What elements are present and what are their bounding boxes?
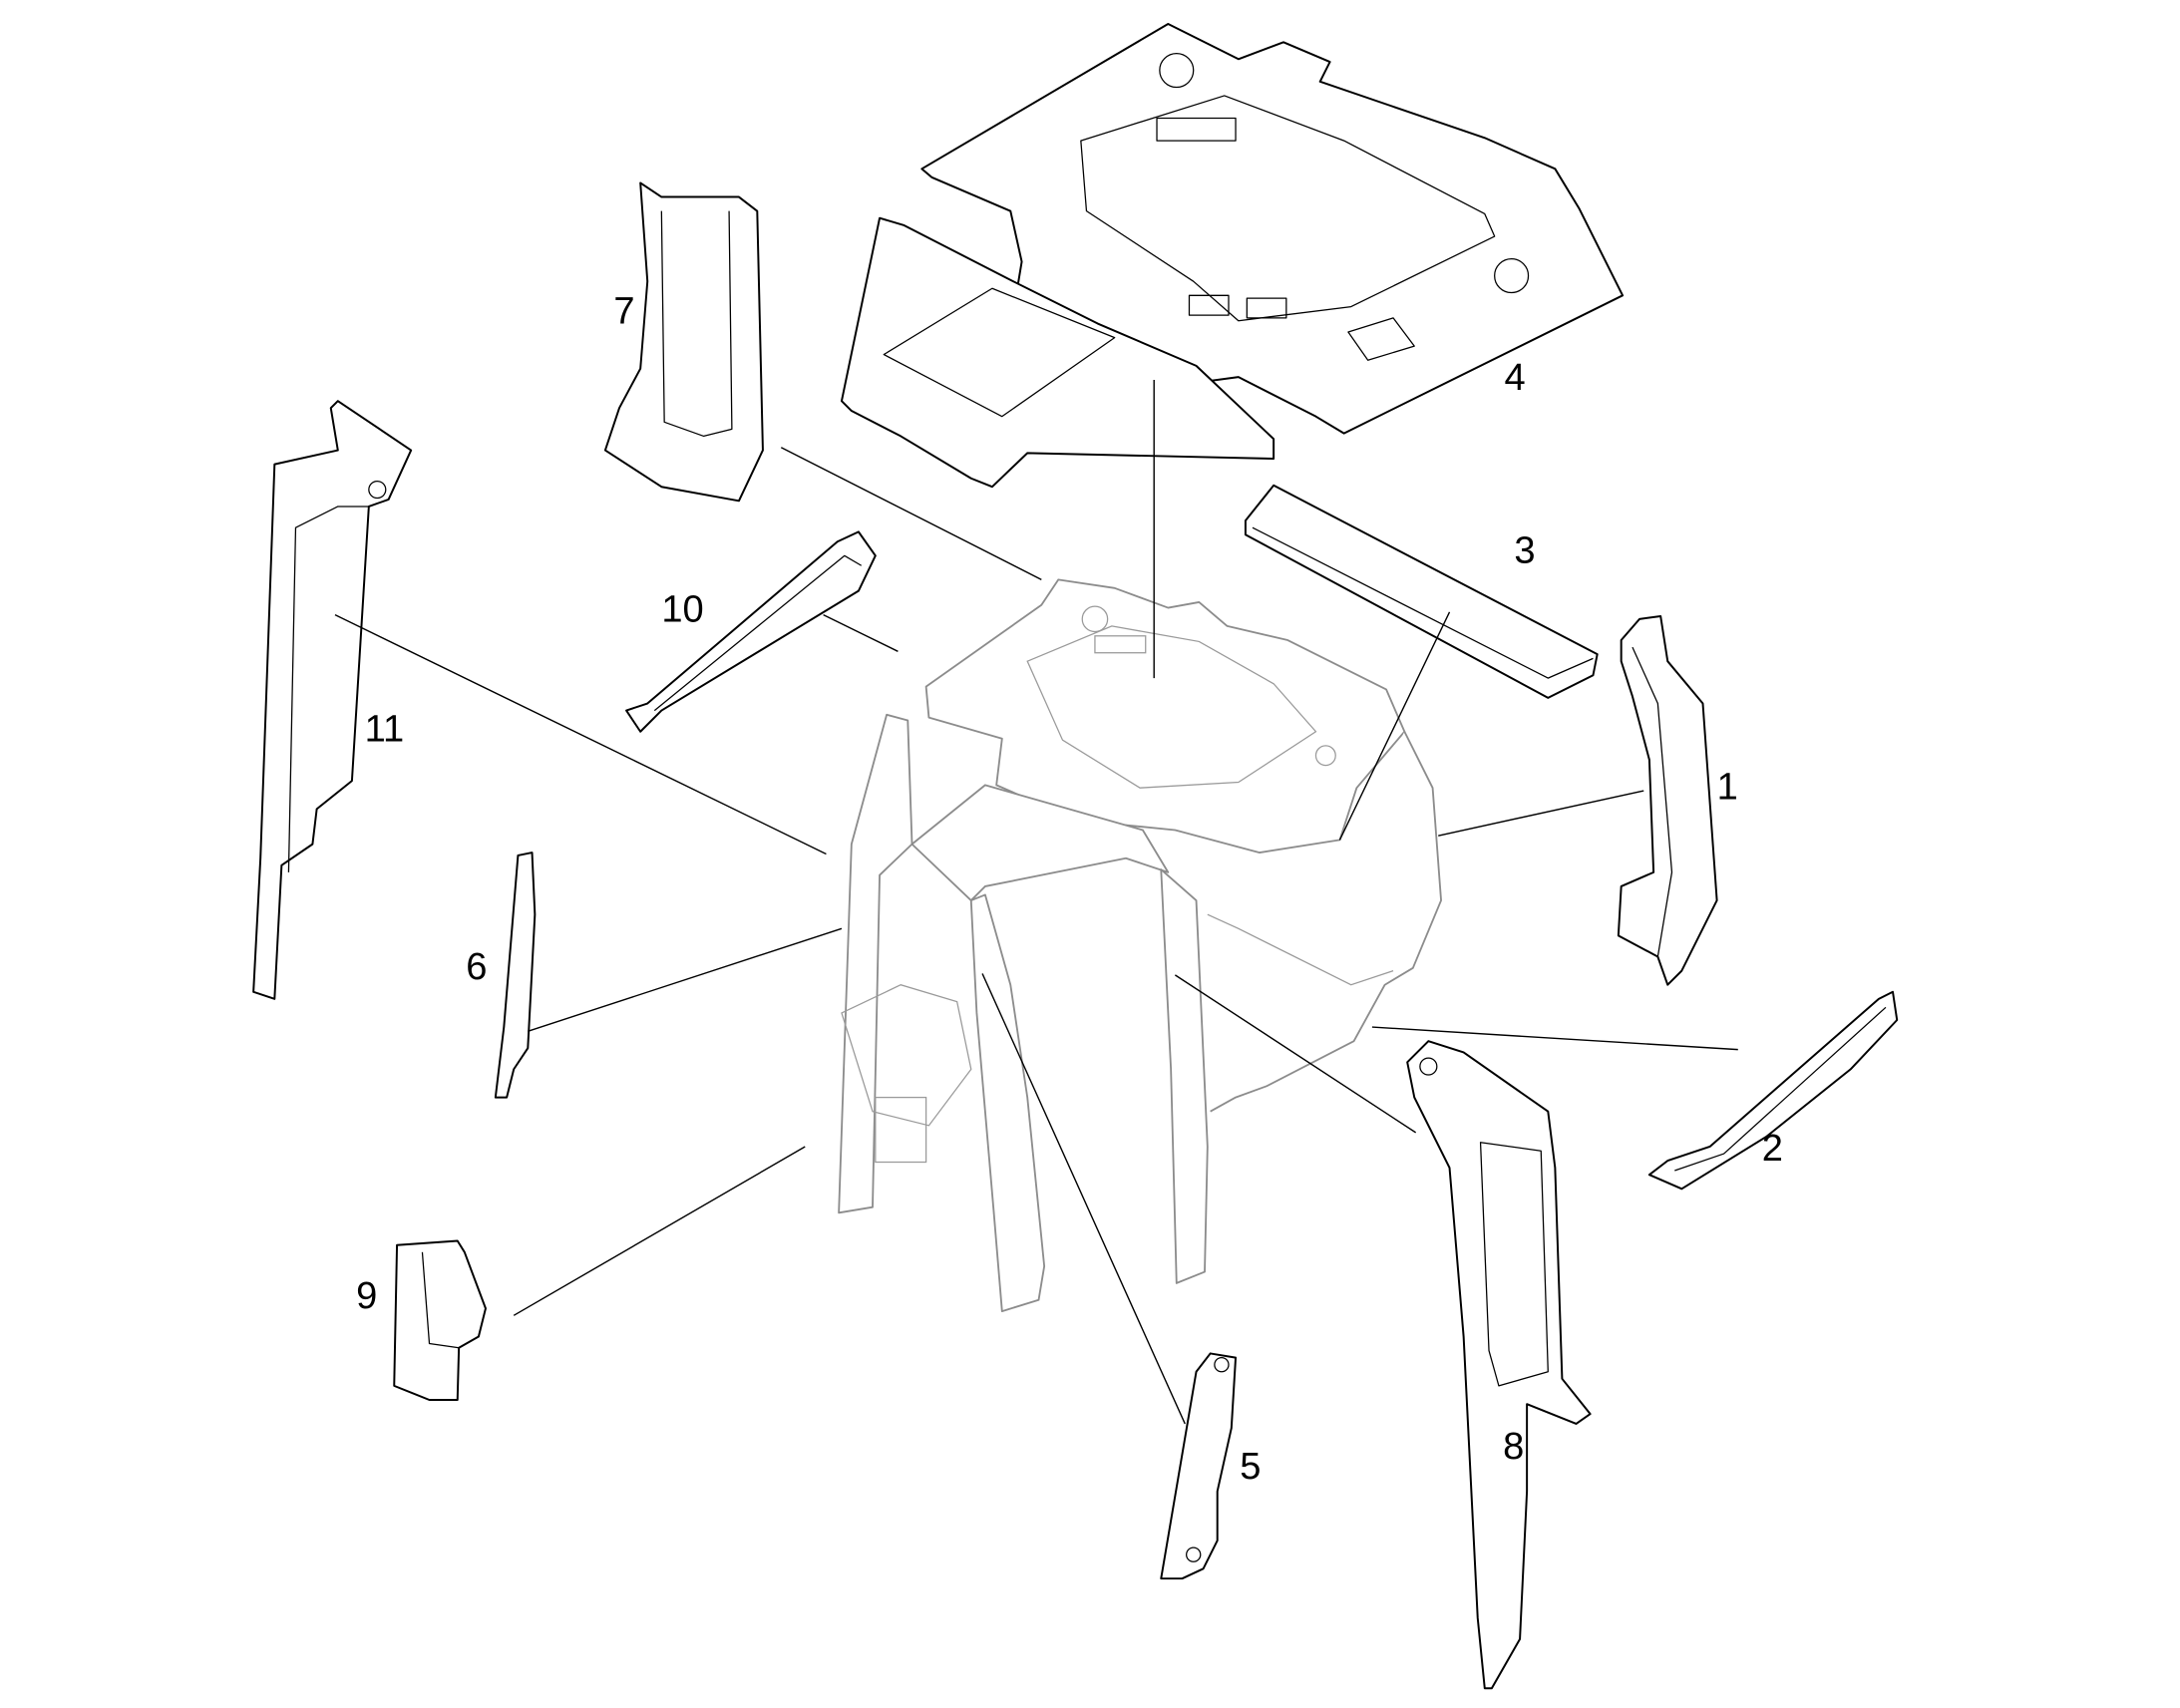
callout-11: 11: [365, 709, 405, 751]
pillar-trim-7-channel: [660, 210, 733, 438]
callouts: 1 2 3 4 5 6 7 8 9 10 11: [356, 291, 1783, 1488]
leader-10: [823, 613, 899, 652]
pillar-trim-11: [252, 400, 413, 1000]
cab-rear-panel-edge: [1207, 913, 1394, 986]
beam-trim-10-edge: [653, 554, 863, 712]
cab-roof-hatch: [1094, 635, 1147, 654]
leader-9: [513, 1146, 806, 1316]
cab-right-side: [1210, 731, 1442, 1113]
lower-trim-9: [393, 1239, 487, 1401]
pillar-trim-8-recess: [1479, 1142, 1549, 1387]
part-6-strip: [494, 852, 537, 1099]
strip-5-clip: [1186, 1546, 1202, 1562]
leader-1: [1438, 790, 1644, 837]
leader-3: [1338, 611, 1451, 841]
cab-roof-dome: [1026, 625, 1317, 789]
roof-vent-left: [1188, 294, 1230, 316]
lower-beam-2-edge: [1674, 1006, 1887, 1172]
part-9-lower-trim: [393, 1239, 487, 1401]
leader-5: [981, 973, 1186, 1425]
pillar-trim-1: [1617, 615, 1718, 986]
cab-front-left-leg: [969, 893, 1046, 1313]
part-8-pillar-trim: [1406, 1040, 1592, 1690]
pillar-trim-8-clip: [1419, 1057, 1438, 1076]
callout-3: 3: [1514, 529, 1535, 571]
leader-2: [1371, 1026, 1738, 1051]
roof-speaker-hole: [1494, 257, 1530, 294]
cab-front-right-leg: [1160, 868, 1209, 1284]
upper-beam-3: [1244, 484, 1599, 699]
leader-7: [780, 447, 1042, 580]
roof-vent-right: [1246, 297, 1287, 319]
part-10-beam-trim: [625, 530, 877, 733]
leader-6: [528, 927, 843, 1032]
callout-2: 2: [1762, 1128, 1783, 1170]
callout-5: 5: [1240, 1446, 1261, 1488]
pillar-trim-11-edge: [287, 506, 369, 872]
part-2-lower-beam: [1647, 990, 1899, 1191]
part-4-roof-liner: [840, 22, 1625, 489]
pillar-trim-11-clip: [368, 480, 387, 500]
callout-7: 7: [613, 291, 634, 333]
leader-8: [1174, 974, 1417, 1134]
cab-roof-hole: [1081, 605, 1109, 633]
leader-11: [334, 613, 827, 855]
roof-frame: [840, 216, 1275, 489]
roof-speaker-hole: [1159, 52, 1195, 89]
strip-5-clip: [1214, 1357, 1230, 1373]
callout-6: 6: [466, 946, 487, 988]
callout-1: 1: [1717, 766, 1738, 808]
callout-4: 4: [1505, 357, 1526, 399]
roof-hatch: [1156, 117, 1237, 142]
strip-5: [1160, 1352, 1238, 1580]
pillar-trim-8: [1406, 1040, 1592, 1690]
strip-6: [494, 852, 537, 1099]
callout-9: 9: [356, 1275, 377, 1317]
roof-liner-dome: [1080, 95, 1496, 322]
leader-lines: [334, 379, 1738, 1425]
cab-seat-console: [841, 984, 972, 1127]
pillar-trim-7: [603, 181, 764, 503]
cab-side-panel: [875, 1096, 927, 1164]
callout-8: 8: [1503, 1426, 1524, 1468]
pillar-trim-1-edge: [1632, 646, 1673, 957]
part-11-pillar-trim: [252, 400, 413, 1000]
part-1-pillar-trim: [1617, 615, 1718, 986]
upper-beam-3-edge: [1252, 526, 1594, 679]
part-3-upper-beam: [1244, 484, 1599, 699]
callout-10: 10: [661, 589, 703, 631]
lower-beam-2: [1647, 990, 1899, 1191]
roof-frame-panel: [883, 287, 1116, 418]
part-5-strip: [1160, 1352, 1238, 1580]
cab-roof-hole: [1314, 745, 1336, 767]
cab-frame: [838, 578, 1442, 1313]
cab-front-beam: [910, 784, 1170, 901]
part-7-pillar-trim: [603, 181, 764, 503]
lower-trim-9-edge: [421, 1251, 460, 1349]
roof-light-slot: [1347, 317, 1415, 361]
cab-left-pillar: [838, 713, 913, 1214]
